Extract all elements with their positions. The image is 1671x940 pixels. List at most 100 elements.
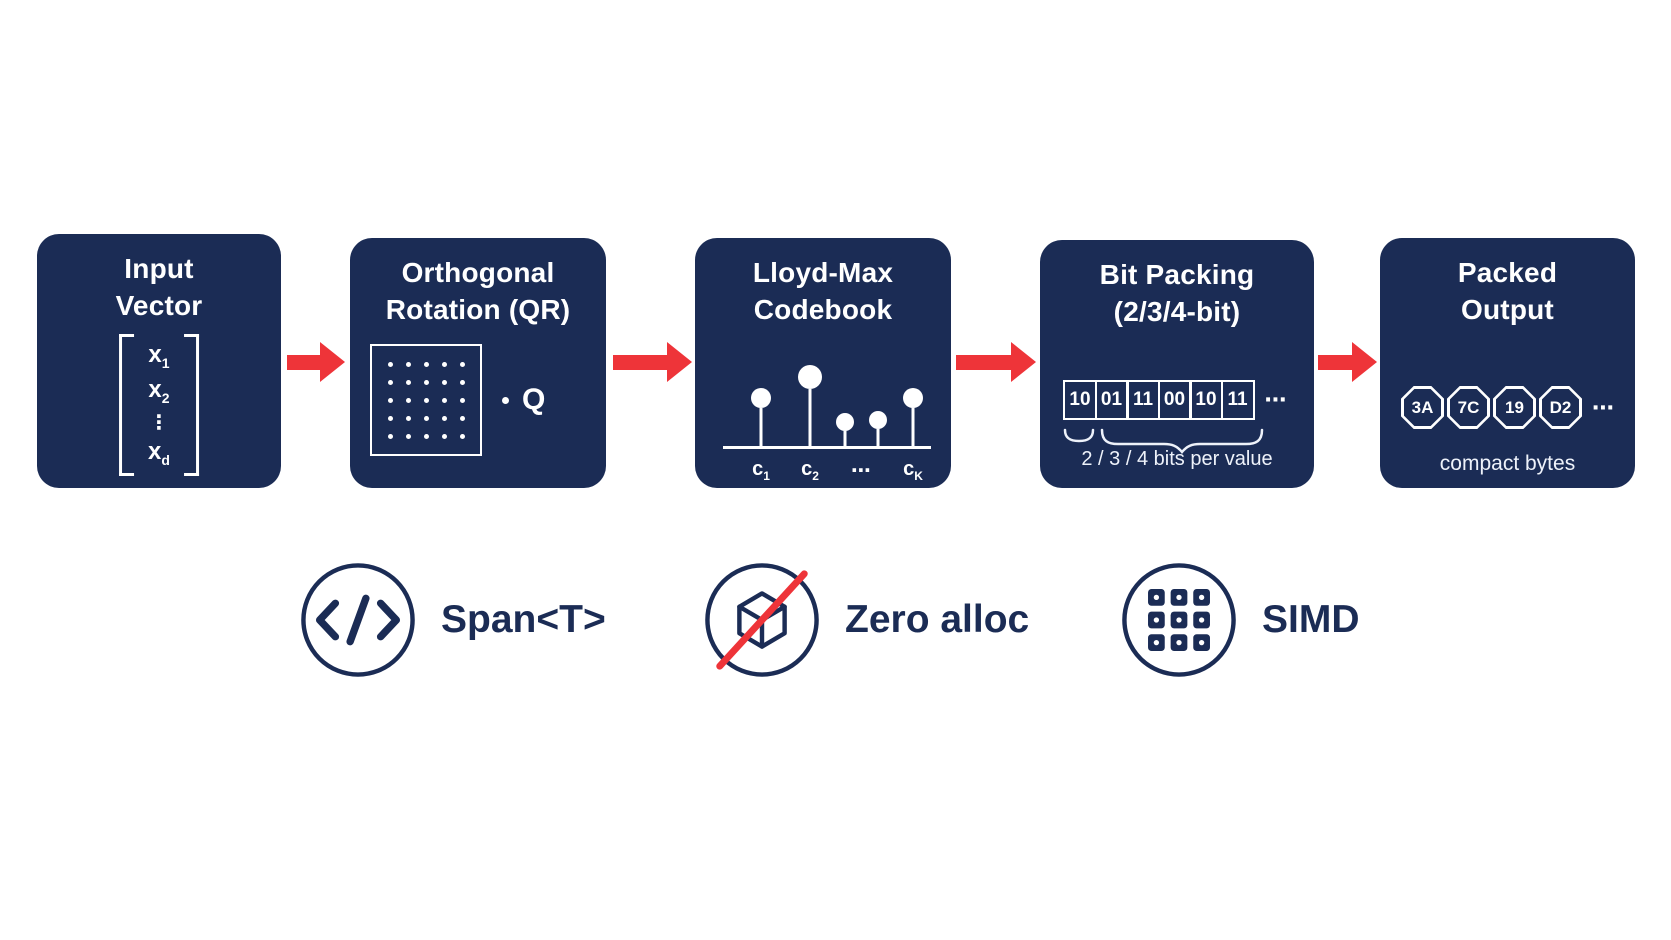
matrix-cell — [417, 373, 435, 391]
stage-title: Orthogonal Rotation (QR) — [350, 254, 606, 328]
codebook-stem — [759, 408, 763, 446]
matrix-cell — [435, 391, 453, 409]
code-slash-icon — [301, 563, 415, 677]
stage-title-line: Rotation (QR) — [385, 294, 571, 325]
stage-title: Lloyd-Max Codebook — [695, 254, 951, 328]
stage-title-line: Input — [124, 253, 194, 284]
byte-octagon-fill — [1403, 388, 1442, 427]
stage-title-line: Packed — [1457, 257, 1558, 288]
matrix-cell — [417, 355, 435, 373]
byte-strip: 3A 7C 19 D2 ⋯ — [1380, 386, 1635, 429]
vector-entry: x2 — [148, 376, 170, 407]
bits-ellipsis: ⋯ — [1264, 387, 1287, 412]
bit-cell: 10 — [1063, 380, 1097, 420]
bits-caption: 2 / 3 / 4 bits per value — [1081, 448, 1273, 470]
matrix-cell — [381, 355, 399, 373]
arrow-head — [320, 342, 345, 382]
byte-octagon: 19 — [1493, 386, 1536, 429]
bit-cell: 10 — [1189, 380, 1223, 420]
matrix-cell — [435, 409, 453, 427]
stage-title: Bit Packing (2/3/4-bit) — [1040, 256, 1314, 330]
codebook-level-label: c1 — [752, 458, 770, 483]
bit-cell: 11 — [1126, 380, 1160, 420]
stage-title-line: (2/3/4-bit) — [1113, 296, 1241, 327]
matrix-cell — [417, 391, 435, 409]
multiply-dot-icon — [502, 396, 509, 404]
flow-arrow — [956, 342, 1036, 382]
byte-octagon-fill — [1495, 388, 1534, 427]
codebook-stem — [843, 431, 847, 446]
matrix-cell — [399, 391, 417, 409]
matrix-cell — [399, 355, 417, 373]
matrix-cell — [435, 373, 453, 391]
matrix-dot — [423, 433, 429, 439]
matrix-dot — [459, 361, 465, 367]
matrix-dot — [459, 433, 465, 439]
byte-value: D2 — [1549, 397, 1572, 417]
vector-entry: x1 — [148, 341, 170, 371]
codebook-stem-dot — [798, 365, 822, 389]
matrix-cell — [435, 355, 453, 373]
matrix-cell — [453, 409, 471, 427]
stage-title: Input Vector — [37, 250, 281, 324]
feature-label: Zero alloc — [845, 598, 1030, 641]
stage-title-line: Orthogonal — [401, 257, 555, 288]
stage-orthogonal-rotation: Orthogonal Rotation (QR) Q — [350, 238, 606, 488]
matrix-cell — [399, 373, 417, 391]
matrix-cell — [381, 391, 399, 409]
byte-octagon: D2 — [1539, 386, 1582, 429]
arrow-shaft — [287, 354, 320, 370]
codebook-stem-dot — [903, 388, 923, 408]
arrow-shaft — [613, 354, 667, 370]
matrix-dot — [387, 379, 393, 385]
bit-cell: 00 — [1157, 380, 1192, 420]
matrix-dot — [441, 361, 447, 367]
matrix-dot — [441, 415, 447, 421]
matrix-dot — [405, 433, 411, 439]
vector-bracket-right — [183, 334, 199, 476]
feature-label: SIMD — [1262, 598, 1360, 641]
matrix-dot — [387, 433, 393, 439]
stage-title-line: Codebook — [753, 294, 893, 325]
matrix-cell — [417, 409, 435, 427]
stage-title-line: Output — [1461, 294, 1554, 325]
vector-ellipsis: ⋮ — [148, 411, 169, 434]
bytes-ellipsis: ⋯ — [1592, 394, 1614, 420]
arrow-head — [1011, 342, 1036, 382]
matrix-dot — [405, 379, 411, 385]
matrix-cell — [399, 427, 417, 445]
vector-bracket-left — [119, 334, 135, 476]
codebook-level-label: c2 — [801, 458, 819, 483]
bit-cell: 11 — [1220, 380, 1255, 420]
byte-value: 19 — [1505, 397, 1524, 417]
matrix-dot — [423, 397, 429, 403]
matrix-dot — [459, 397, 465, 403]
q-label: Q — [522, 383, 546, 416]
stage-title-line: Vector — [115, 290, 203, 321]
codebook-stem — [808, 389, 812, 446]
byte-octagon: 3A — [1401, 386, 1444, 429]
bit-cell: 01 — [1094, 380, 1129, 420]
arrow-head — [1352, 342, 1377, 382]
matrix-times-q: Q — [502, 344, 545, 456]
matrix-dot — [441, 433, 447, 439]
underbrace-large-icon — [1100, 428, 1264, 454]
matrix-dot — [423, 379, 429, 385]
matrix-dot — [459, 379, 465, 385]
byte-octagon: 7C — [1447, 386, 1490, 429]
matrix-dot — [405, 415, 411, 421]
matrix-cell — [453, 391, 471, 409]
simd-grid-icon — [1122, 563, 1236, 677]
matrix-cell — [453, 427, 471, 445]
flow-arrow — [613, 342, 692, 382]
byte-value: 3A — [1411, 397, 1434, 417]
matrix-dot — [441, 397, 447, 403]
matrix-dot — [387, 415, 393, 421]
feature-span-t: Span<T> — [299, 561, 606, 679]
